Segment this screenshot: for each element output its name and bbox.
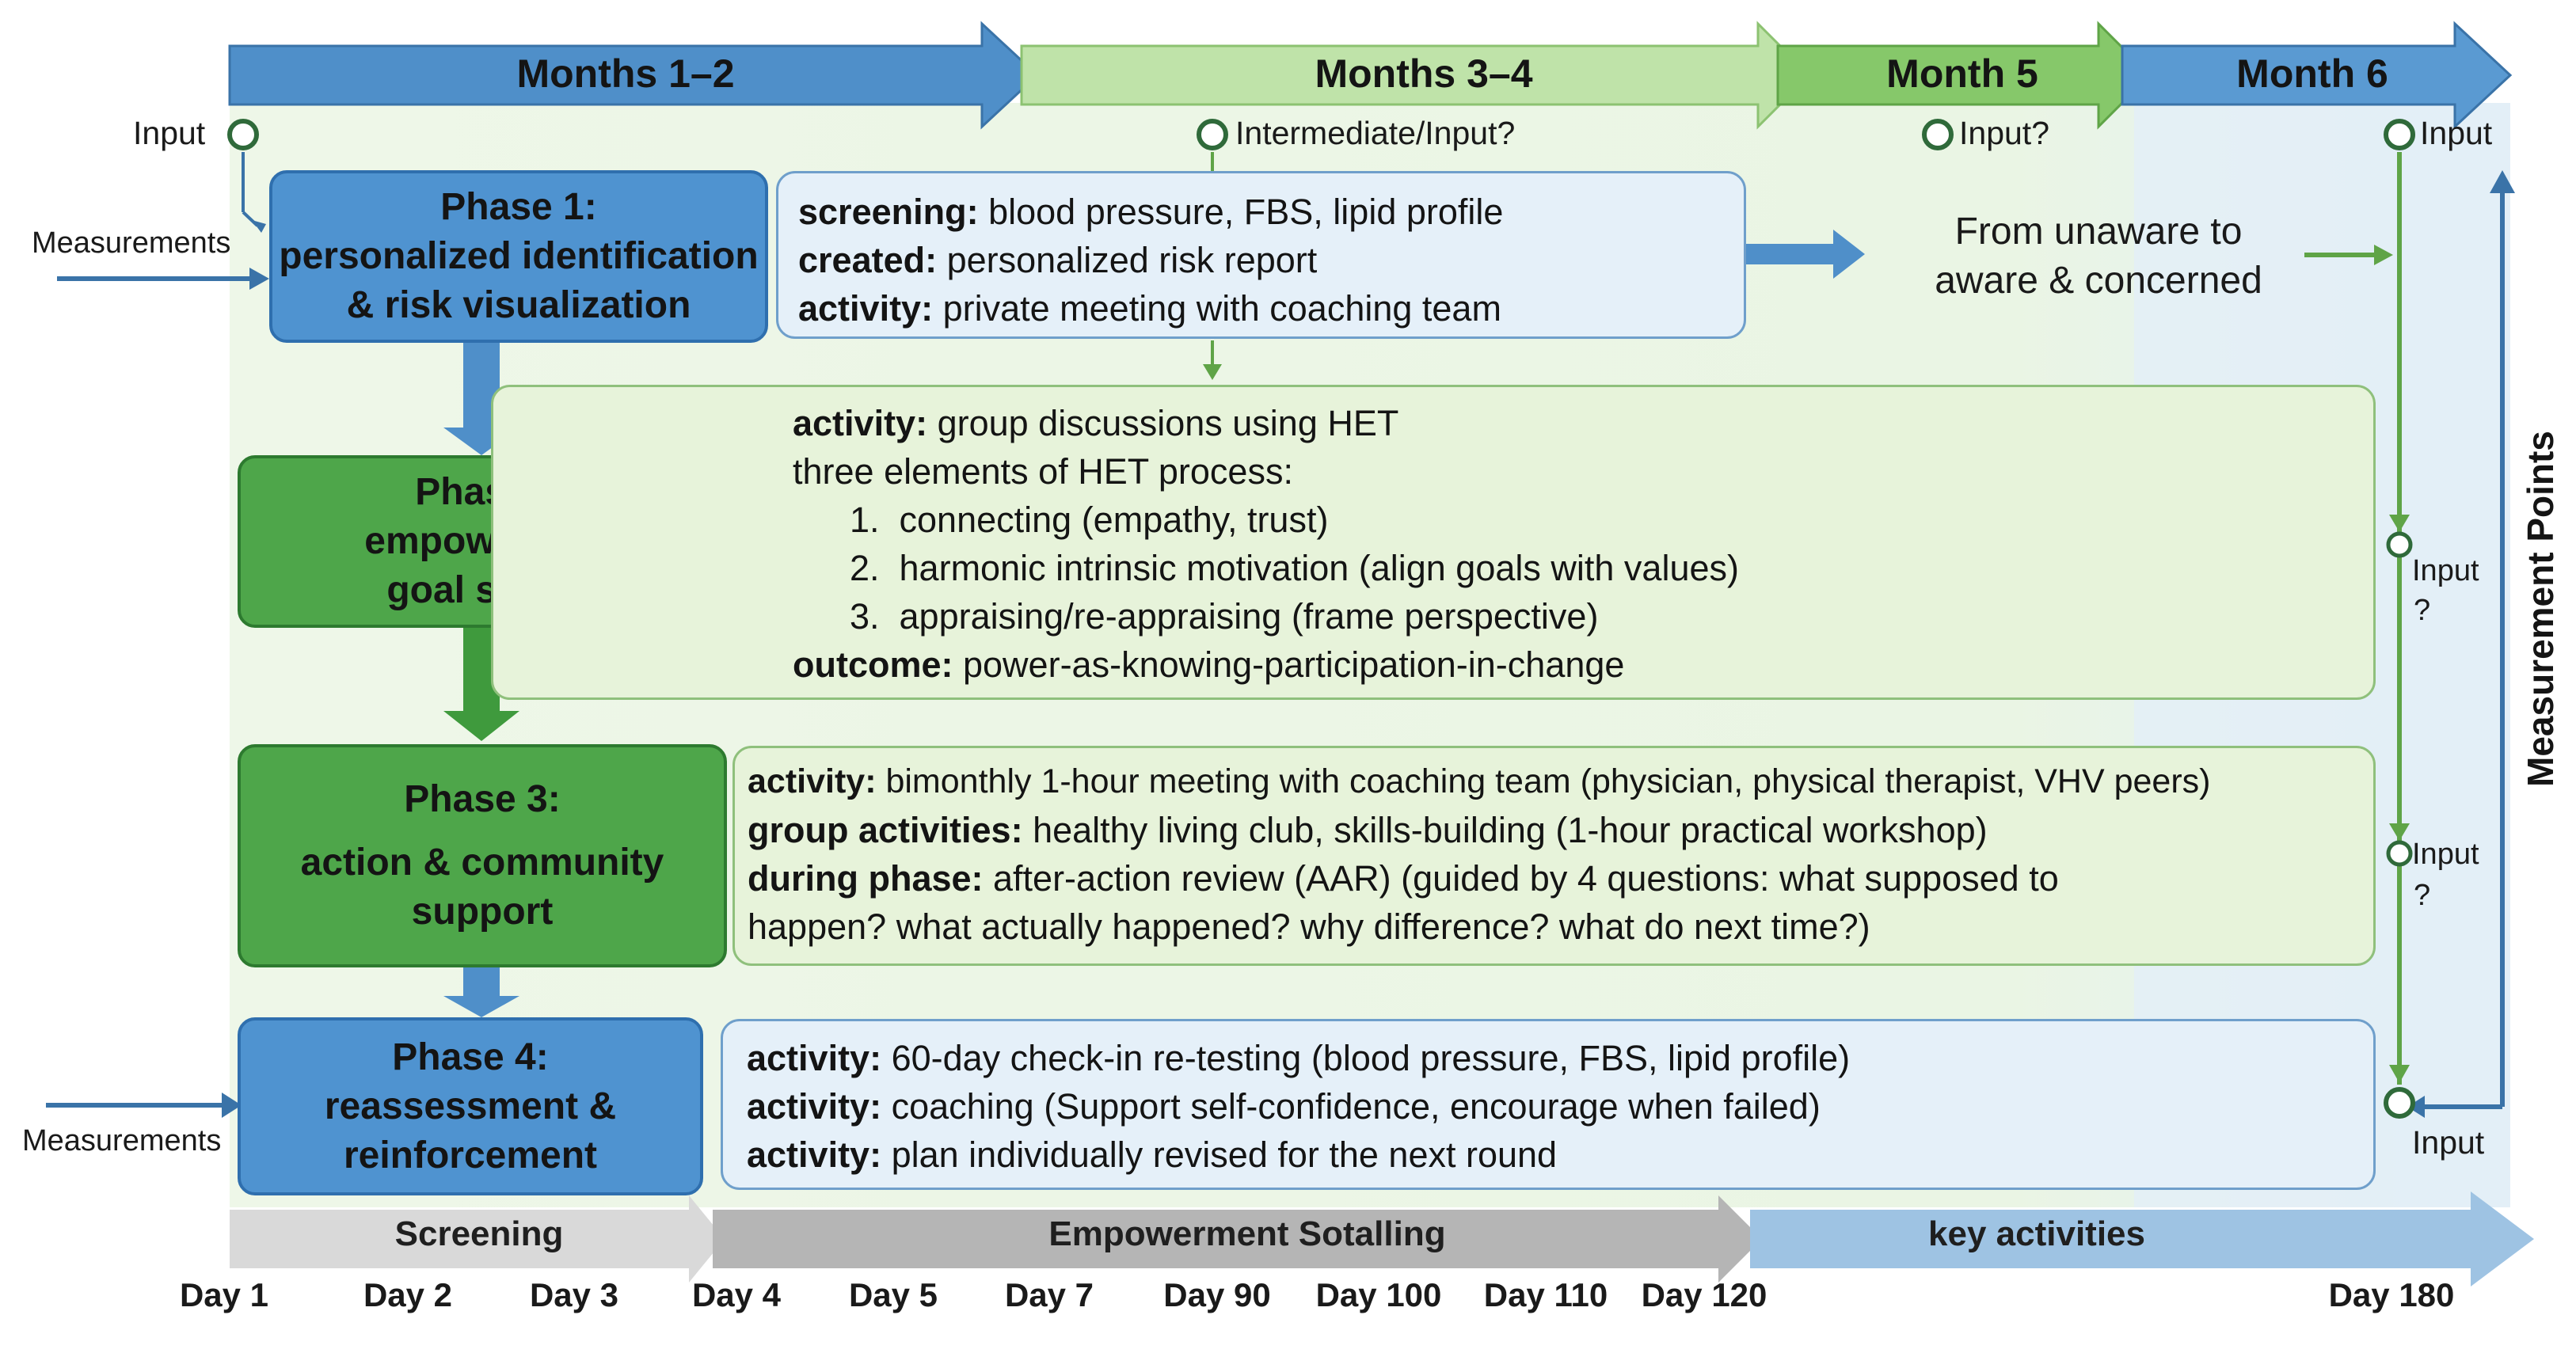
phase-3-title: Phase 3: (404, 778, 561, 820)
phase-1-details: screening: blood pressure, FBS, lipid pr… (776, 171, 1746, 339)
phase-2-line-2: three elements of HET process: (793, 451, 1293, 492)
day-label: Day 4 (691, 1276, 782, 1313)
phase-2-line-6: outcome: power-as-knowing-participation-… (793, 644, 1625, 685)
phase-4-subtitle-1: reassessment & (324, 1085, 617, 1127)
phase-3-box: Phase 3: action & community support (238, 744, 727, 967)
outcome-arrow-head (1833, 230, 1865, 279)
day-label: Day 5 (848, 1276, 938, 1313)
phase-4-details: activity: 60-day check-in re-testing (bl… (721, 1019, 2376, 1190)
phase2-down-arrow-head (443, 711, 519, 741)
screening-band (230, 1195, 725, 1283)
outcome-text: From unaware to aware & concerned (1901, 207, 2296, 306)
phase-4-subtitle-2: reinforcement (343, 1134, 598, 1176)
phase3-down-arrow-head (443, 996, 519, 1017)
month-label-3: Month 5 (1886, 51, 2038, 96)
input-marker-top-left (227, 119, 259, 150)
input-marker-right-mid1 (2386, 531, 2413, 558)
input-label-month5: Input? (1959, 115, 2049, 151)
phase-2-line-3: 1. connecting (empathy, trust) (850, 500, 1329, 540)
phase-3-line-2: group activities: healthy living club, s… (748, 810, 1988, 850)
outcome-line-2: aware & concerned (1935, 260, 2262, 302)
measurements-label-top: Measurements (32, 226, 231, 260)
outcome-line-1: From unaware to (1954, 211, 2243, 253)
phase-1-line-1: screening: blood pressure, FBS, lipid pr… (798, 192, 1504, 232)
phase-1-line-3: activity: private meeting with coaching … (798, 288, 1501, 329)
input-q-right-mid1: ? (2414, 594, 2431, 627)
phase-2-line-4: 2. harmonic intrinsic motivation (align … (850, 548, 1739, 588)
phase-3-line-1: activity: bimonthly 1-hour meeting with … (748, 762, 2211, 800)
month-label-4: Month 6 (2236, 51, 2388, 96)
input-label-top-left: Input (133, 115, 206, 151)
band-screening: Screening (394, 1214, 564, 1253)
phase3-down-arrow-shaft (463, 966, 500, 998)
day-label: Day 90 (1163, 1276, 1271, 1313)
input-marker-right-mid2 (2386, 840, 2413, 867)
phase-2-line-1: activity: group discussions using HET (793, 403, 1399, 443)
key-activities-band (1750, 1191, 2534, 1286)
phase-2-details: activity: group discussions using HET th… (491, 385, 2376, 700)
input-marker-intermediate (1197, 119, 1228, 150)
day-label: Day 180 (2328, 1276, 2455, 1313)
month-6-arrow (2121, 21, 2513, 130)
day-label: Day 110 (1483, 1276, 1608, 1313)
input-label-bottom-right: Input (2412, 1124, 2485, 1161)
phase-4-line-2: activity: coaching (Support self-confide… (747, 1086, 1821, 1127)
input-label-right-mid1: Input (2412, 554, 2479, 587)
day-label: Day 100 (1315, 1276, 1442, 1313)
phase-3-details: activity: bimonthly 1-hour meeting with … (732, 746, 2376, 966)
phase-3-line-3: during phase: after-action review (AAR) … (748, 858, 2059, 899)
outcome-arrow-shaft (1746, 244, 1833, 264)
input-marker-month5 (1922, 119, 1954, 150)
measurement-points-label: Measurement Points (2520, 431, 2561, 787)
phase-1-line-2: created: personalized risk report (798, 240, 1318, 280)
phase-3-subtitle-1: action & community (300, 842, 664, 884)
day-label: Day 7 (1004, 1276, 1094, 1313)
phase-1-subtitle-1: personalized identification (279, 235, 759, 277)
input-label-intermediate: Intermediate/Input? (1235, 115, 1516, 151)
phase-4-line-3: activity: plan individually revised for … (747, 1134, 1558, 1175)
month-label-1: Months 1–2 (516, 51, 735, 96)
day-label: Day 3 (529, 1276, 619, 1313)
empowerment-band (713, 1195, 1762, 1283)
input-label-month6: Input (2420, 115, 2493, 151)
day-label: Day 1 (179, 1276, 269, 1313)
phase-4-box: Phase 4: reassessment & reinforcement (238, 1017, 703, 1195)
input-marker-bottom-right (2384, 1087, 2415, 1119)
months-1-2-arrow (228, 21, 1040, 130)
month-label-2: Months 3–4 (1315, 51, 1533, 96)
phase-4-title: Phase 4: (392, 1036, 549, 1078)
band-key-activities: key activities (1928, 1214, 2145, 1253)
input-label-right-mid2: Input (2412, 838, 2479, 871)
phase-1-title: Phase 1: (440, 186, 597, 228)
day-label: Day 120 (1641, 1276, 1767, 1313)
measurements-label-bottom: Measurements (22, 1124, 222, 1157)
phase-3-line-4: happen? what actually happened? why diff… (748, 906, 1870, 947)
input-marker-month6 (2384, 119, 2415, 150)
phase-2-line-5: 3. appraising/re-appraising (frame persp… (850, 596, 1599, 637)
day-label: Day 2 (363, 1276, 453, 1313)
input-q-right-mid2: ? (2414, 879, 2431, 912)
phase-1-subtitle-2: & risk visualization (346, 284, 691, 326)
band-empowerment: Empowerment Sotalling (1048, 1214, 1446, 1253)
phase-3-subtitle-2: support (411, 891, 554, 933)
phase-1-box: Phase 1: personalized identification & r… (269, 170, 768, 343)
phase-4-line-1: activity: 60-day check-in re-testing (bl… (747, 1038, 1851, 1078)
